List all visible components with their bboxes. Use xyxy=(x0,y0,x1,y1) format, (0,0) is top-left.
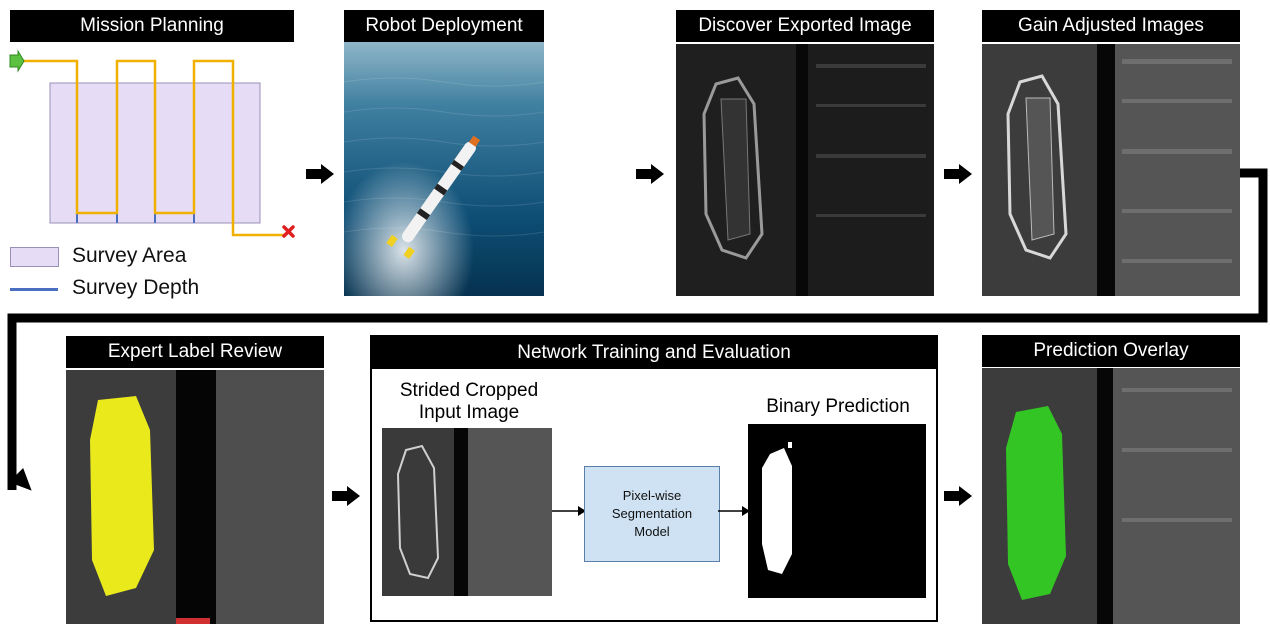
sonar-image-raw xyxy=(676,44,934,296)
flow-arrow-icon xyxy=(944,486,972,506)
legend-survey-depth-swatch xyxy=(10,288,58,291)
gain-adjusted-title: Gain Adjusted Images xyxy=(982,10,1240,42)
model-to-output-arrow xyxy=(718,506,750,516)
prediction-mask xyxy=(1006,406,1066,600)
expert-label-image xyxy=(66,370,324,624)
flow-arrow-icon xyxy=(944,164,972,184)
legend-survey-area-label: Survey Area xyxy=(72,244,187,267)
robot-deployment-photo xyxy=(344,42,544,296)
binary-prediction-caption: Binary Prediction xyxy=(766,396,910,417)
auv-robot-icon xyxy=(386,135,481,260)
expert-label-mask xyxy=(90,396,154,596)
flow-arrow-icon xyxy=(636,164,664,184)
strided-input-image xyxy=(382,428,552,596)
input-to-model-arrow xyxy=(552,506,586,516)
binary-prediction-image xyxy=(748,424,926,598)
sonar-image-gain-adjusted xyxy=(982,44,1240,296)
network-training-title: Network Training and Evaluation xyxy=(372,337,936,369)
model-label-line2: Segmentation xyxy=(611,506,693,521)
flow-arrow-icon xyxy=(306,164,334,184)
input-caption-line2: Input Image xyxy=(418,402,520,423)
model-label-line3: Model xyxy=(634,524,670,539)
input-image-caption: Strided Cropped Input Image xyxy=(384,380,554,424)
start-marker-icon xyxy=(9,49,25,73)
end-marker-icon xyxy=(282,225,295,238)
legend-survey-area-swatch xyxy=(10,247,59,267)
legend-survey-depth-label: Survey Depth xyxy=(72,276,200,299)
shipwreck-shape xyxy=(702,76,764,260)
flow-arrow-icon xyxy=(332,486,360,506)
prediction-overlay-image xyxy=(982,368,1240,624)
mission-planning-diagram xyxy=(9,49,295,238)
discover-exported-title: Discover Exported Image xyxy=(676,10,934,42)
mission-planning-title: Mission Planning xyxy=(10,10,294,42)
expert-label-review-title: Expert Label Review xyxy=(66,336,324,368)
model-label-line1: Pixel-wise xyxy=(622,488,682,503)
prediction-overlay-title: Prediction Overlay xyxy=(982,335,1240,367)
row-connector xyxy=(7,168,1268,491)
segmentation-model-box: Pixel-wise Segmentation Model xyxy=(584,466,720,562)
survey-path xyxy=(20,59,284,237)
input-caption-line1: Strided Cropped xyxy=(399,380,539,401)
robot-deployment-title: Robot Deployment xyxy=(344,10,544,42)
